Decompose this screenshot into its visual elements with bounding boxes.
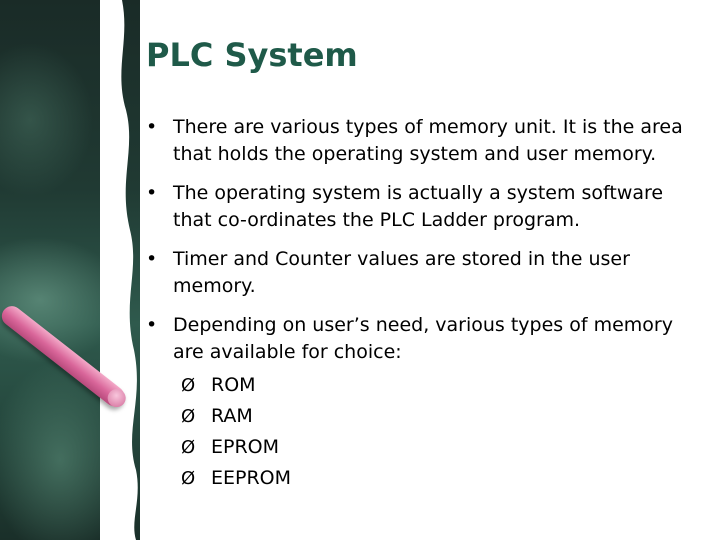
chalkboard-background [0,0,140,540]
bullet-dot-icon: • [146,248,158,270]
memory-type-item: Ø EPROM [181,432,691,463]
arrow-bullet-icon: Ø [181,375,196,396]
memory-type-item: Ø RAM [181,401,691,432]
bullet-dot-icon: • [146,116,158,138]
slide-title: PLC System [146,36,358,74]
slide-content: • There are various types of memory unit… [146,114,691,506]
arrow-bullet-icon: Ø [181,406,196,427]
arrow-bullet-icon: Ø [181,468,196,489]
memory-type-label: ROM [211,374,256,396]
bullet-item: • The operating system is actually a sys… [146,180,691,234]
bullet-text: Depending on user’s need, various types … [173,314,673,363]
bullet-dot-icon: • [146,182,158,204]
bullet-item: • There are various types of memory unit… [146,114,691,168]
memory-type-item: Ø ROM [181,370,691,401]
memory-type-label: EEPROM [211,467,292,489]
bullet-text: The operating system is actually a syste… [173,182,664,231]
bullet-text: Timer and Counter values are stored in t… [173,248,630,297]
bullet-text: There are various types of memory unit. … [173,116,683,165]
memory-types-list: Ø ROM Ø RAM Ø EPROM Ø EEPROM [173,370,691,494]
bullet-dot-icon: • [146,314,158,336]
memory-type-label: EPROM [211,436,280,458]
bullet-item: • Timer and Counter values are stored in… [146,246,691,300]
torn-edge-decoration [100,0,138,540]
bullet-item: • Depending on user’s need, various type… [146,312,691,494]
memory-type-label: RAM [211,405,253,427]
memory-type-item: Ø EEPROM [181,463,691,494]
arrow-bullet-icon: Ø [181,437,196,458]
